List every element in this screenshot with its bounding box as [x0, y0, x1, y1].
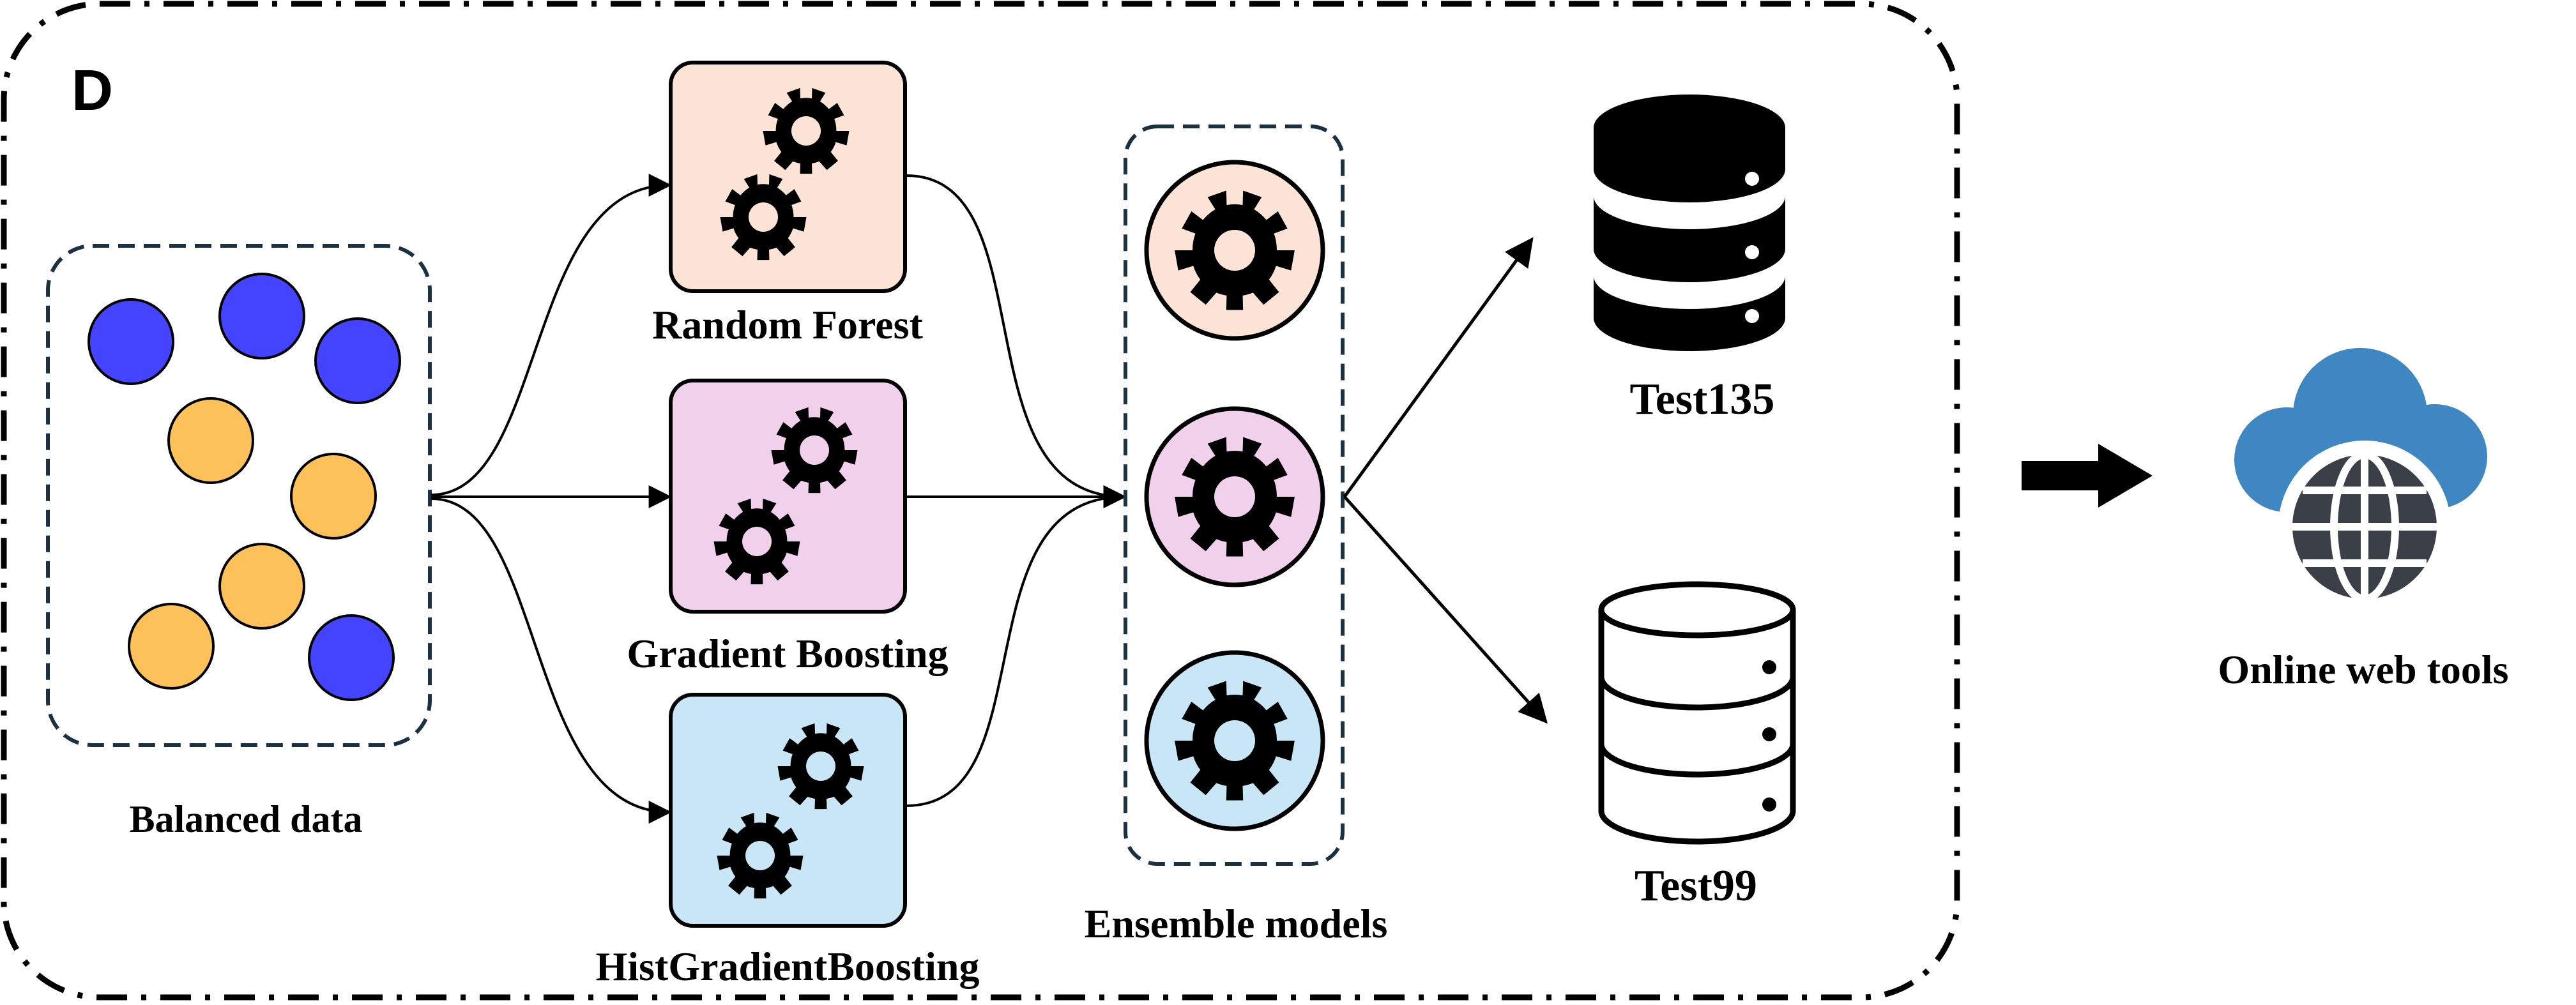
data-points: [88, 273, 401, 701]
cloud-globe-icon: [2234, 348, 2487, 613]
data-point-blue: [218, 273, 305, 359]
ensemble-to-test-arrows: [1343, 237, 1548, 724]
gradient-boosting-box: [669, 379, 907, 614]
model-to-ensemble-arrows: [906, 174, 1127, 807]
data-to-model-arrows: [431, 174, 672, 824]
data-point-blue: [88, 298, 174, 385]
arrow-hgb-to-ensemble: [906, 495, 1125, 807]
ensemble-circle-2: [1144, 406, 1325, 587]
model-gradient-boosting: Gradient Boosting: [627, 379, 949, 676]
arrow-to-test135: [1343, 237, 1534, 498]
model-histgradientboosting: HistGradientBoosting: [596, 693, 980, 989]
random-forest-label: Random Forest: [652, 302, 923, 347]
test99-group: Test99: [1598, 581, 1796, 911]
ensemble-box: [1124, 125, 1345, 866]
balanced-data-box: [46, 244, 432, 747]
arrow-to-test99: [1343, 495, 1548, 724]
data-point-blue: [314, 317, 401, 404]
data-point-yellow: [128, 603, 215, 690]
database-icon: [1598, 581, 1796, 845]
gradient-boosting-label: Gradient Boosting: [627, 631, 948, 676]
arrow-to-random-forest: [431, 174, 672, 496]
arrow-to-histgradientboosting: [431, 497, 672, 824]
ensemble-circle-3: [1144, 650, 1325, 831]
data-point-yellow: [290, 453, 377, 540]
panel-frame: [1, 1, 1960, 1001]
model-random-forest: Random Forest: [652, 61, 924, 347]
ensemble-circle-1: [1144, 160, 1325, 341]
test99-label: Test99: [1635, 861, 1757, 911]
database-icon: [1594, 94, 1785, 351]
balanced-data-group: Balanced data: [46, 244, 432, 840]
data-point-yellow: [167, 397, 254, 484]
big-right-arrow-icon: [2022, 444, 2153, 508]
histgradientboosting-box: [669, 693, 907, 928]
panel-label: D: [72, 59, 113, 123]
histgradientboosting-label: HistGradientBoosting: [596, 944, 980, 989]
online-web-tools-group: Online web tools: [2218, 348, 2509, 692]
arrow-rf-to-ensemble: [906, 174, 1127, 508]
data-point-yellow: [218, 543, 305, 630]
indicator-dot: [1762, 797, 1776, 812]
balanced-data-label: Balanced data: [129, 798, 362, 840]
random-forest-box: [669, 61, 907, 293]
ensemble-models-label: Ensemble models: [1085, 901, 1388, 946]
test135-label: Test135: [1630, 375, 1775, 424]
test135-group: Test135: [1594, 94, 1785, 424]
data-point-blue: [308, 614, 395, 701]
ensemble-models-group: Ensemble models: [1085, 125, 1388, 946]
online-web-tools-label: Online web tools: [2218, 647, 2508, 692]
indicator-dot: [1762, 727, 1776, 741]
indicator-dot: [1762, 660, 1776, 674]
